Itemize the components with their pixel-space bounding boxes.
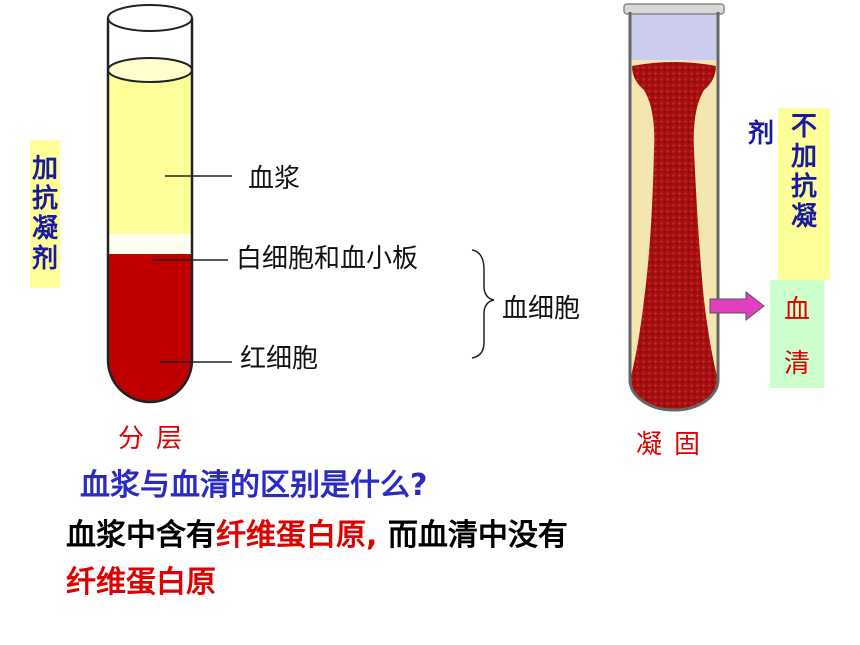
answer-line-2: 纤维蛋白原 bbox=[66, 557, 216, 601]
tube-outline bbox=[628, 12, 720, 412]
answer-line-1: 血浆中含有纤维蛋白原, 而血清中没有 bbox=[66, 510, 568, 554]
char: 抗 bbox=[31, 184, 58, 214]
tube-rim bbox=[623, 3, 725, 15]
answer-part: 而血清中没有 bbox=[387, 518, 568, 553]
char: 加 bbox=[31, 154, 58, 184]
empty-space bbox=[630, 12, 718, 60]
answer-comma: , bbox=[366, 518, 388, 553]
char: 凝 bbox=[31, 214, 58, 244]
leader-lines bbox=[152, 175, 495, 363]
anticoagulant-label: 加 抗 凝 剂 bbox=[30, 140, 60, 288]
char: 清 bbox=[783, 348, 810, 379]
left-test-tube bbox=[106, 4, 194, 404]
layering-caption: 分层 bbox=[118, 424, 195, 454]
plasma-label: 血浆 bbox=[248, 164, 301, 194]
answer-part: 血浆中含有 bbox=[66, 518, 216, 553]
plasma-layer bbox=[108, 70, 192, 240]
char: 加 bbox=[790, 142, 817, 172]
right-test-tube bbox=[623, 3, 725, 412]
arrow-icon bbox=[709, 290, 765, 322]
char: 抗 bbox=[790, 172, 817, 202]
wbc-platelet-label: 白细胞和血小板 bbox=[236, 244, 419, 274]
serum-label: 血 清 bbox=[770, 280, 824, 388]
char: 剂 bbox=[31, 244, 58, 274]
no-anticoagulant-prefix: 剂 bbox=[748, 119, 775, 149]
tube-outline bbox=[106, 18, 194, 404]
answer-highlight: 纤维蛋白原 bbox=[216, 518, 366, 553]
clot bbox=[630, 62, 718, 410]
question-text: 血浆与血清的区别是什么? bbox=[80, 468, 428, 503]
char: 不 bbox=[790, 112, 817, 142]
char: 凝 bbox=[790, 202, 817, 232]
plasma-surface bbox=[107, 57, 193, 83]
no-anticoagulant-label: 不 加 抗 凝 bbox=[778, 108, 830, 280]
answer-highlight: 纤维蛋白原 bbox=[66, 565, 216, 600]
char: 血 bbox=[783, 294, 810, 325]
tube-rim bbox=[107, 4, 193, 32]
blood-cells-label: 血细胞 bbox=[502, 294, 581, 324]
clotting-caption: 凝固 bbox=[636, 430, 713, 460]
rbc-label: 红细胞 bbox=[240, 344, 319, 374]
brace bbox=[471, 249, 495, 359]
red-cell-layer bbox=[108, 254, 192, 402]
